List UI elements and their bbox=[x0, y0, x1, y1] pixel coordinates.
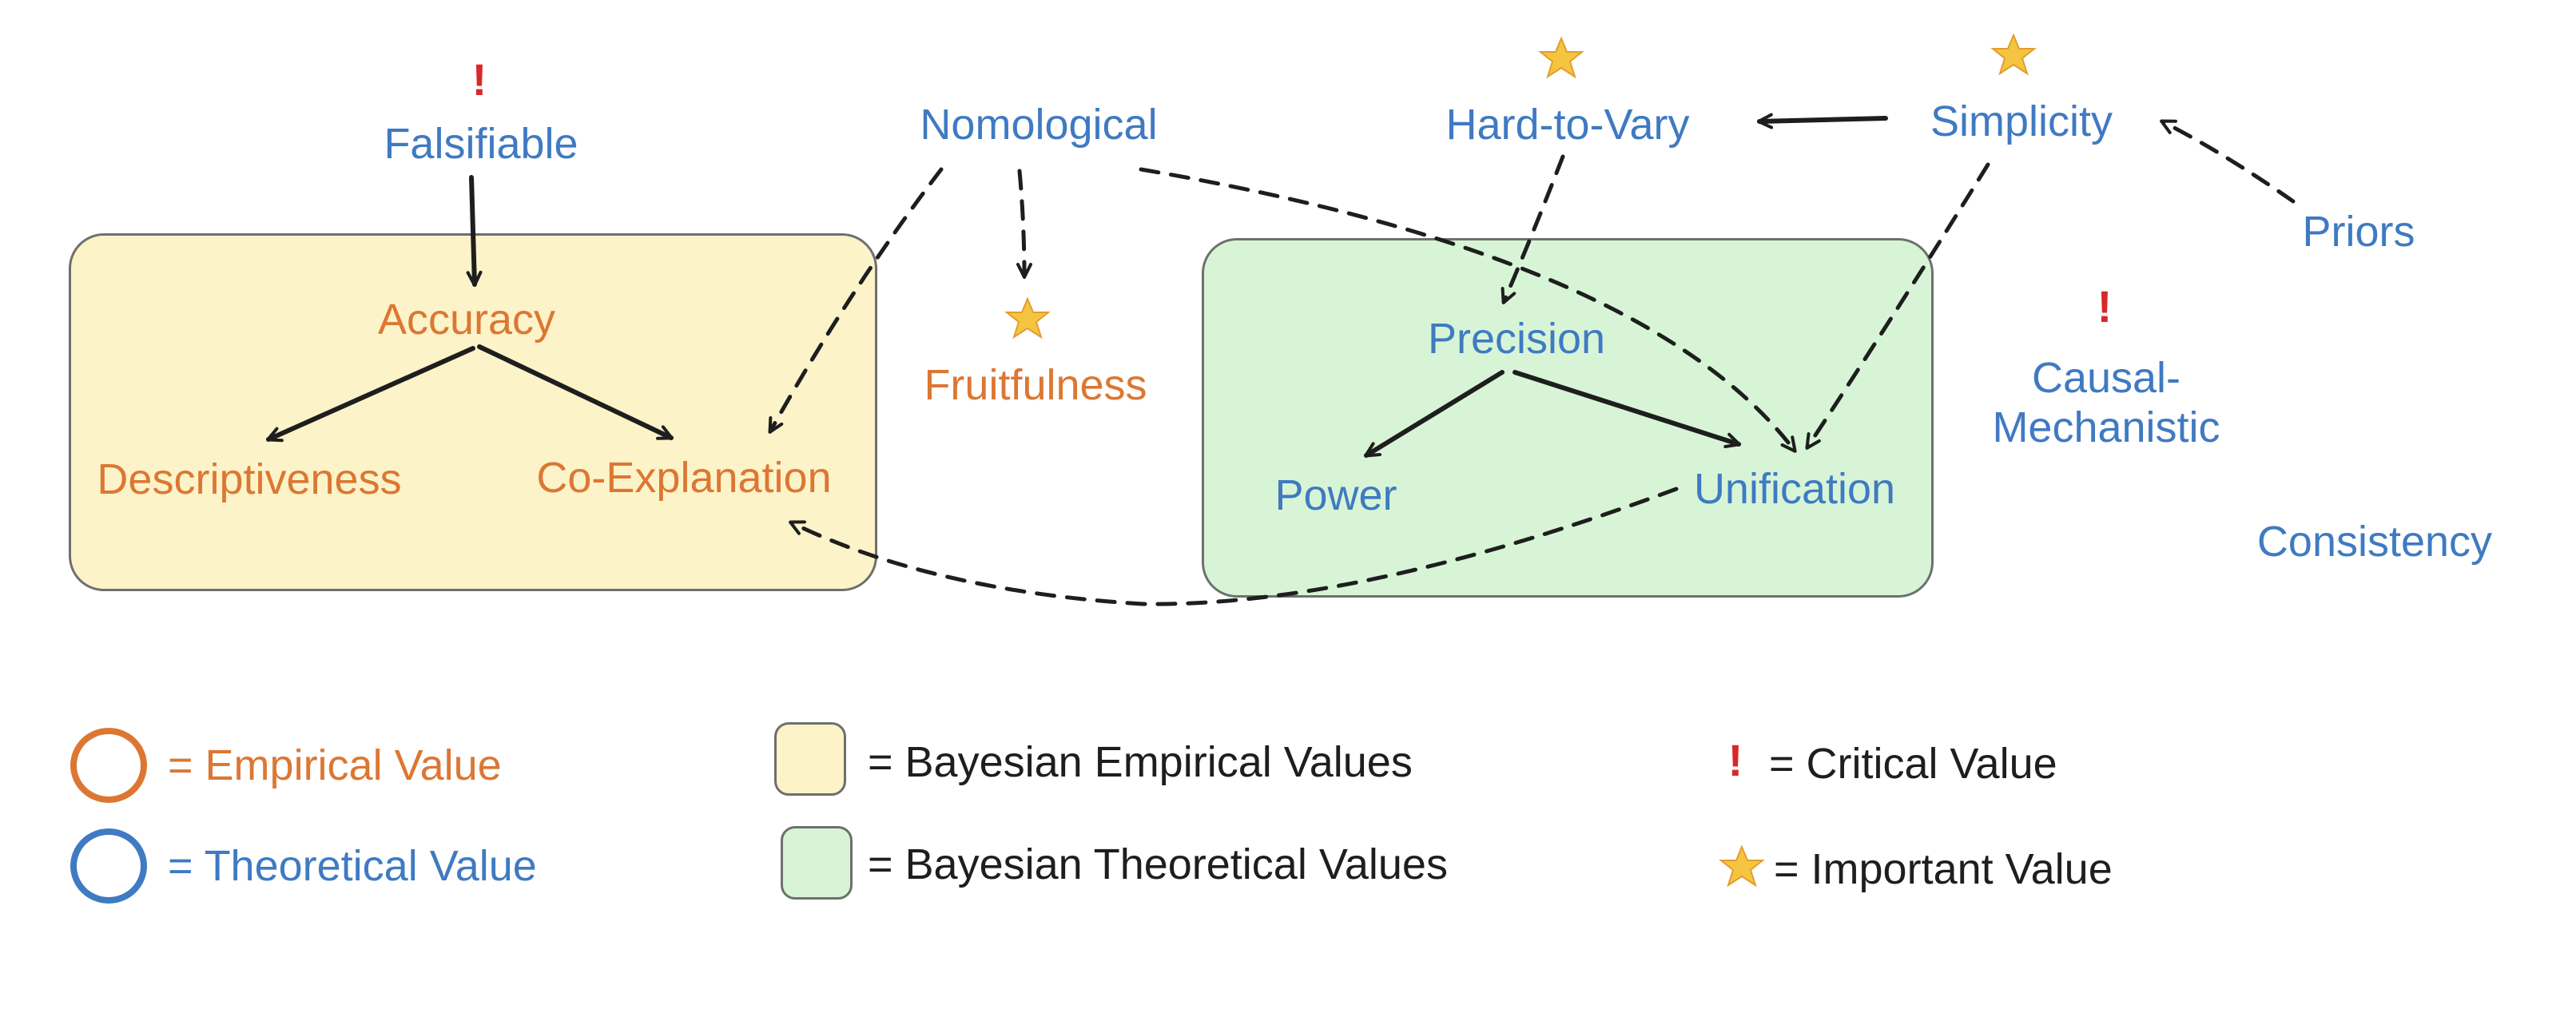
legend-bayesian-theoretical-label: = Bayesian Theoretical Values bbox=[868, 840, 1448, 888]
node-priors: Priors bbox=[2302, 207, 2415, 256]
legend-theoretical-label: = Theoretical Value bbox=[168, 841, 537, 890]
arrow-falsifiable-to-accuracy bbox=[466, 175, 483, 287]
arrow-nomological-to-co-explanation bbox=[768, 167, 944, 434]
legend-bayesian-empirical-label: = Bayesian Empirical Values bbox=[868, 737, 1413, 786]
arrow-precision-to-power bbox=[1364, 370, 1505, 458]
legend-bayesian-empirical-swatch bbox=[774, 722, 846, 796]
legend-theoretical-circle bbox=[70, 828, 147, 904]
arrow-simplicity-to-unification bbox=[1805, 162, 1990, 450]
node-consistency: Consistency bbox=[2256, 517, 2493, 566]
node-fruitfulness: Fruitfulness bbox=[924, 360, 1147, 409]
star-icon bbox=[1538, 36, 1584, 79]
critical-marker-causal-mechanistic: ! bbox=[2097, 281, 2113, 332]
arrow-priors-to-simplicity bbox=[2160, 119, 2296, 204]
arrow-simplicity-to-hard-to-vary bbox=[1757, 113, 1888, 129]
star-icon bbox=[1990, 33, 2037, 76]
node-precision: Precision bbox=[1427, 314, 1606, 363]
legend-important-label: = Important Value bbox=[1774, 844, 2113, 893]
arrow-hard-to-vary-to-precision bbox=[1501, 154, 1565, 304]
node-hard-to-vary: Hard-to-Vary bbox=[1445, 100, 1690, 149]
arrow-precision-to-unification bbox=[1513, 370, 1741, 449]
node-accuracy: Accuracy bbox=[377, 295, 556, 344]
node-causal-mechanistic: Causal-Mechanistic bbox=[1992, 353, 2220, 451]
star-icon bbox=[1719, 844, 1765, 888]
node-power: Power bbox=[1274, 471, 1397, 519]
node-co-explanation: Co-Explanation bbox=[536, 453, 832, 502]
star-icon bbox=[1004, 296, 1051, 340]
node-simplicity: Simplicity bbox=[1930, 97, 2113, 145]
legend-empirical-circle bbox=[70, 728, 147, 803]
arrow-nomological-to-fruitfulness bbox=[1016, 169, 1032, 279]
node-falsifiable: Falsifiable bbox=[384, 119, 578, 168]
node-unification: Unification bbox=[1693, 464, 1896, 513]
legend-empirical-label: = Empirical Value bbox=[168, 741, 502, 789]
arrow-nomological-to-unification bbox=[1139, 167, 1797, 453]
arrow-accuracy-to-descriptiveness bbox=[266, 346, 475, 443]
critical-marker-falsifiable: ! bbox=[471, 54, 487, 105]
legend-bayesian-theoretical-swatch bbox=[781, 826, 853, 900]
arrow-unification-to-co-explanation bbox=[789, 487, 1679, 606]
bayesian-empirical-region bbox=[69, 233, 877, 591]
legend-critical-label: = Critical Value bbox=[1769, 739, 2057, 788]
arrow-accuracy-to-co-explanation bbox=[477, 344, 674, 440]
bayesian-theoretical-region bbox=[1202, 238, 1934, 598]
node-nomological: Nomological bbox=[920, 100, 1158, 149]
node-descriptiveness: Descriptiveness bbox=[97, 455, 402, 503]
legend-critical-marker: ! bbox=[1727, 735, 1743, 785]
